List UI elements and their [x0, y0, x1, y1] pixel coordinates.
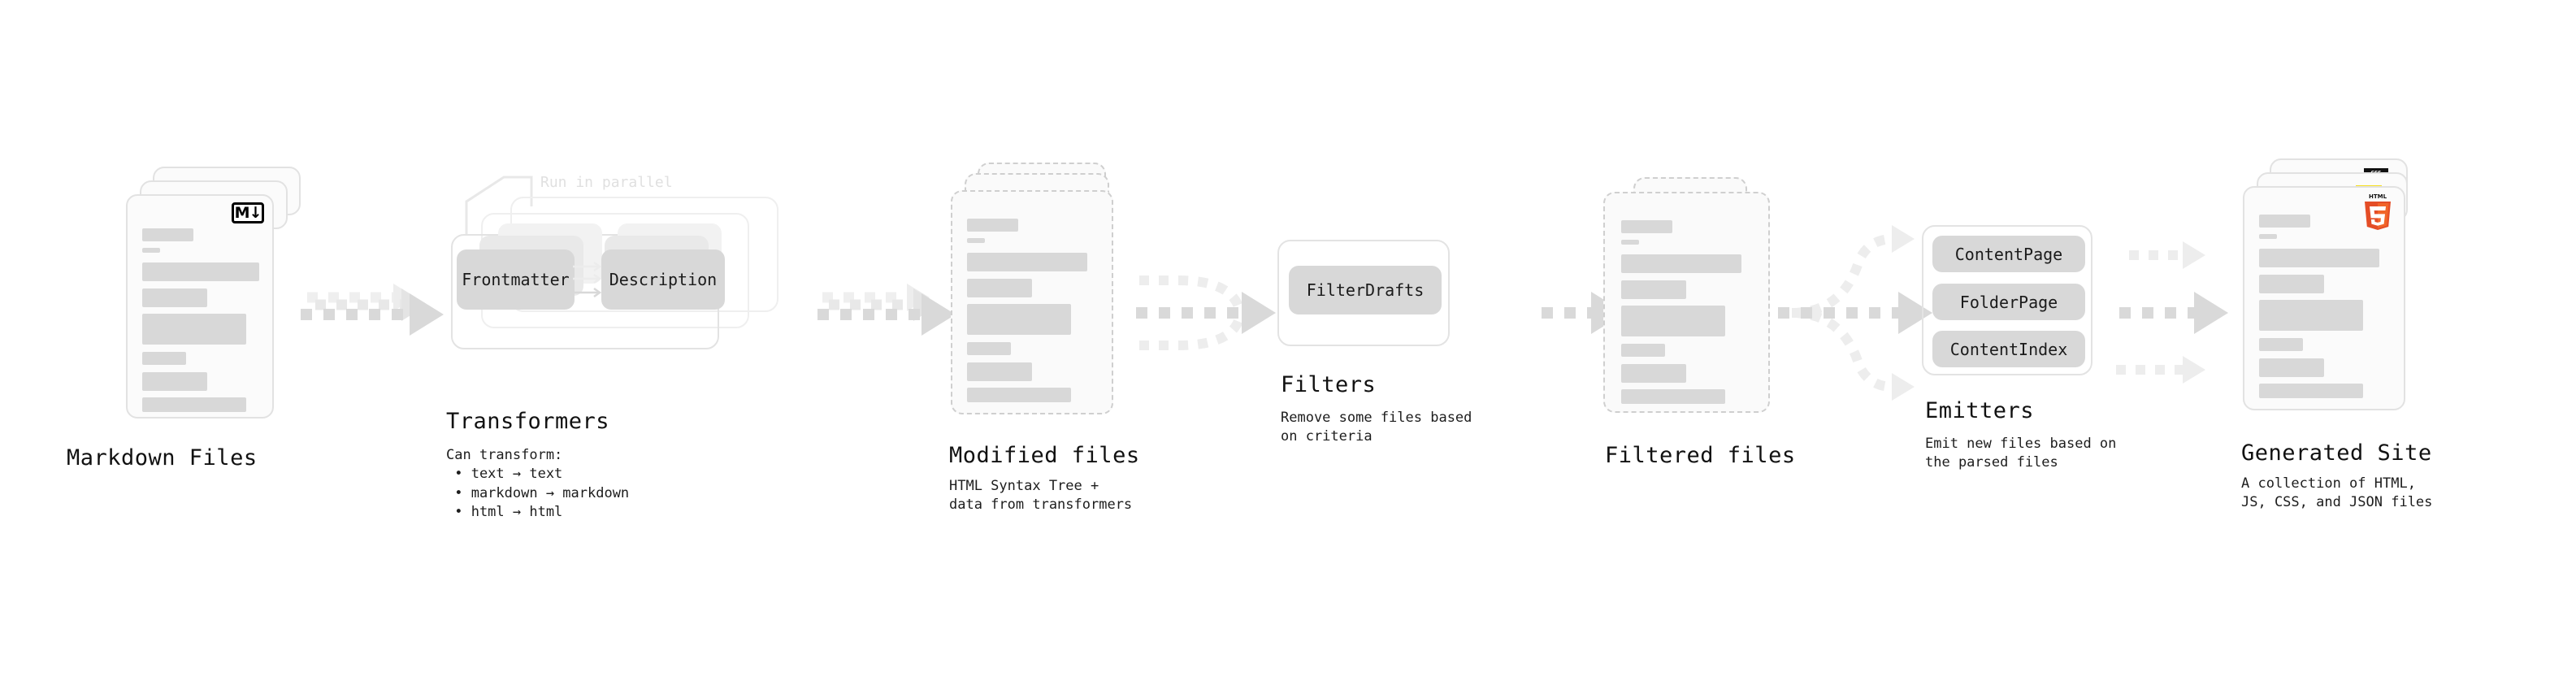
doc-bar	[1621, 254, 1741, 273]
html5-icon: HTML	[2361, 192, 2395, 231]
filter-chip-filterdrafts[interactable]: FilterDrafts	[1289, 266, 1442, 314]
stage-subtitle-generated-site: A collection of HTML, JS, CSS, and JSON …	[2241, 475, 2433, 511]
transformer-chip-description[interactable]: Description	[601, 249, 725, 310]
doc-bar	[142, 288, 207, 307]
arrow-transformers-to-modified	[817, 284, 956, 336]
doc-bar	[967, 238, 985, 243]
doc-bar	[2259, 249, 2379, 267]
markdown-icon: M↓	[232, 202, 264, 223]
doc-bar	[967, 219, 1018, 232]
doc-bar	[967, 304, 1071, 335]
emitter-chip-contentindex[interactable]: ContentIndex	[1932, 331, 2085, 367]
stage-filtered-files: Filtered files	[1603, 177, 1795, 468]
doc-bar	[142, 372, 207, 391]
doc-bar	[1621, 220, 1672, 233]
run-in-parallel-label: Run in parallel	[540, 174, 673, 191]
arrow-emitters-to-site	[2116, 241, 2228, 384]
modified-file-stack	[951, 163, 1125, 423]
filtered-file-stack	[1603, 177, 1778, 421]
doc-bar	[967, 253, 1087, 271]
doc-bar	[2259, 215, 2310, 228]
emitter-chip-contentpage[interactable]: ContentPage	[1932, 236, 2085, 272]
doc-bar	[967, 279, 1032, 297]
doc-bar	[142, 228, 193, 241]
emitter-chip-folderpage[interactable]: FolderPage	[1932, 284, 2085, 320]
arrow-markdown-to-transformers	[301, 284, 444, 336]
modified-file-content	[952, 192, 1112, 413]
doc-bar	[1621, 364, 1686, 383]
doc-bar	[1621, 240, 1639, 245]
doc-bar	[1621, 389, 1725, 404]
generated-site-stack: CSS HTML	[2243, 158, 2430, 419]
stage-subtitle-transformers: Can transform: • text → text • markdown …	[446, 447, 630, 521]
stage-title-generated-site: Generated Site	[2241, 440, 2432, 466]
doc-bar	[967, 342, 1011, 355]
stage-subtitle-emitters: Emit new files based on the parsed files	[1925, 436, 2117, 471]
doc-bar	[2259, 338, 2303, 351]
modified-file-front	[951, 190, 1113, 414]
doc-bar	[2259, 300, 2363, 331]
stage-title-transformers: Transformers	[446, 409, 610, 434]
stage-title-filters: Filters	[1281, 372, 1377, 397]
doc-bar	[1621, 344, 1665, 357]
stage-title-modified-files: Modified files	[949, 443, 1140, 468]
transformer-chip-frontmatter[interactable]: Frontmatter	[457, 249, 575, 310]
markdown-file-content: M↓	[128, 196, 272, 417]
stage-title-filtered-files: Filtered files	[1605, 443, 1796, 468]
stage-modified-files: Modified files HTML Syntax Tree + data f…	[949, 163, 1139, 513]
doc-bar	[142, 397, 246, 412]
markdown-file-stack: M↓	[126, 167, 301, 419]
generated-site-html-page: HTML	[2243, 186, 2405, 410]
stage-title-markdown-files: Markdown Files	[67, 445, 258, 471]
arrow-filtered-to-emitters	[1778, 225, 1932, 401]
stage-markdown-files: M↓ Markdown Files	[67, 167, 301, 471]
emitters-group: ContentPage FolderPage ContentIndex	[1922, 225, 2092, 375]
doc-bar	[1621, 306, 1725, 336]
doc-bar	[2259, 384, 2363, 398]
stage-title-emitters: Emitters	[1925, 398, 2035, 423]
stage-generated-site: CSS HTML	[2241, 158, 2432, 510]
stage-subtitle-filters: Remove some files based on criteria	[1281, 410, 1472, 445]
arrow-modified-to-filters	[1136, 275, 1276, 350]
filters-group: FilterDrafts	[1277, 240, 1450, 346]
doc-bar	[142, 314, 246, 345]
doc-bar	[967, 362, 1032, 381]
doc-bar	[2259, 275, 2324, 293]
doc-bar	[142, 352, 186, 365]
doc-bar	[2259, 234, 2277, 239]
filtered-file-content	[1605, 193, 1768, 411]
doc-bar	[142, 262, 259, 281]
svg-text:HTML: HTML	[2369, 193, 2387, 200]
markdown-file-front: M↓	[126, 194, 274, 419]
doc-bar	[1621, 280, 1686, 299]
transformer-inner-arrows	[573, 261, 602, 298]
filtered-file-front	[1603, 192, 1770, 413]
transformer-group-front: Frontmatter Description	[451, 223, 725, 349]
generated-site-content: HTML	[2244, 188, 2404, 409]
doc-bar	[967, 388, 1071, 402]
doc-bar	[2259, 358, 2324, 377]
stage-subtitle-modified-files: HTML Syntax Tree + data from transformer…	[949, 478, 1133, 514]
doc-bar	[142, 248, 160, 253]
